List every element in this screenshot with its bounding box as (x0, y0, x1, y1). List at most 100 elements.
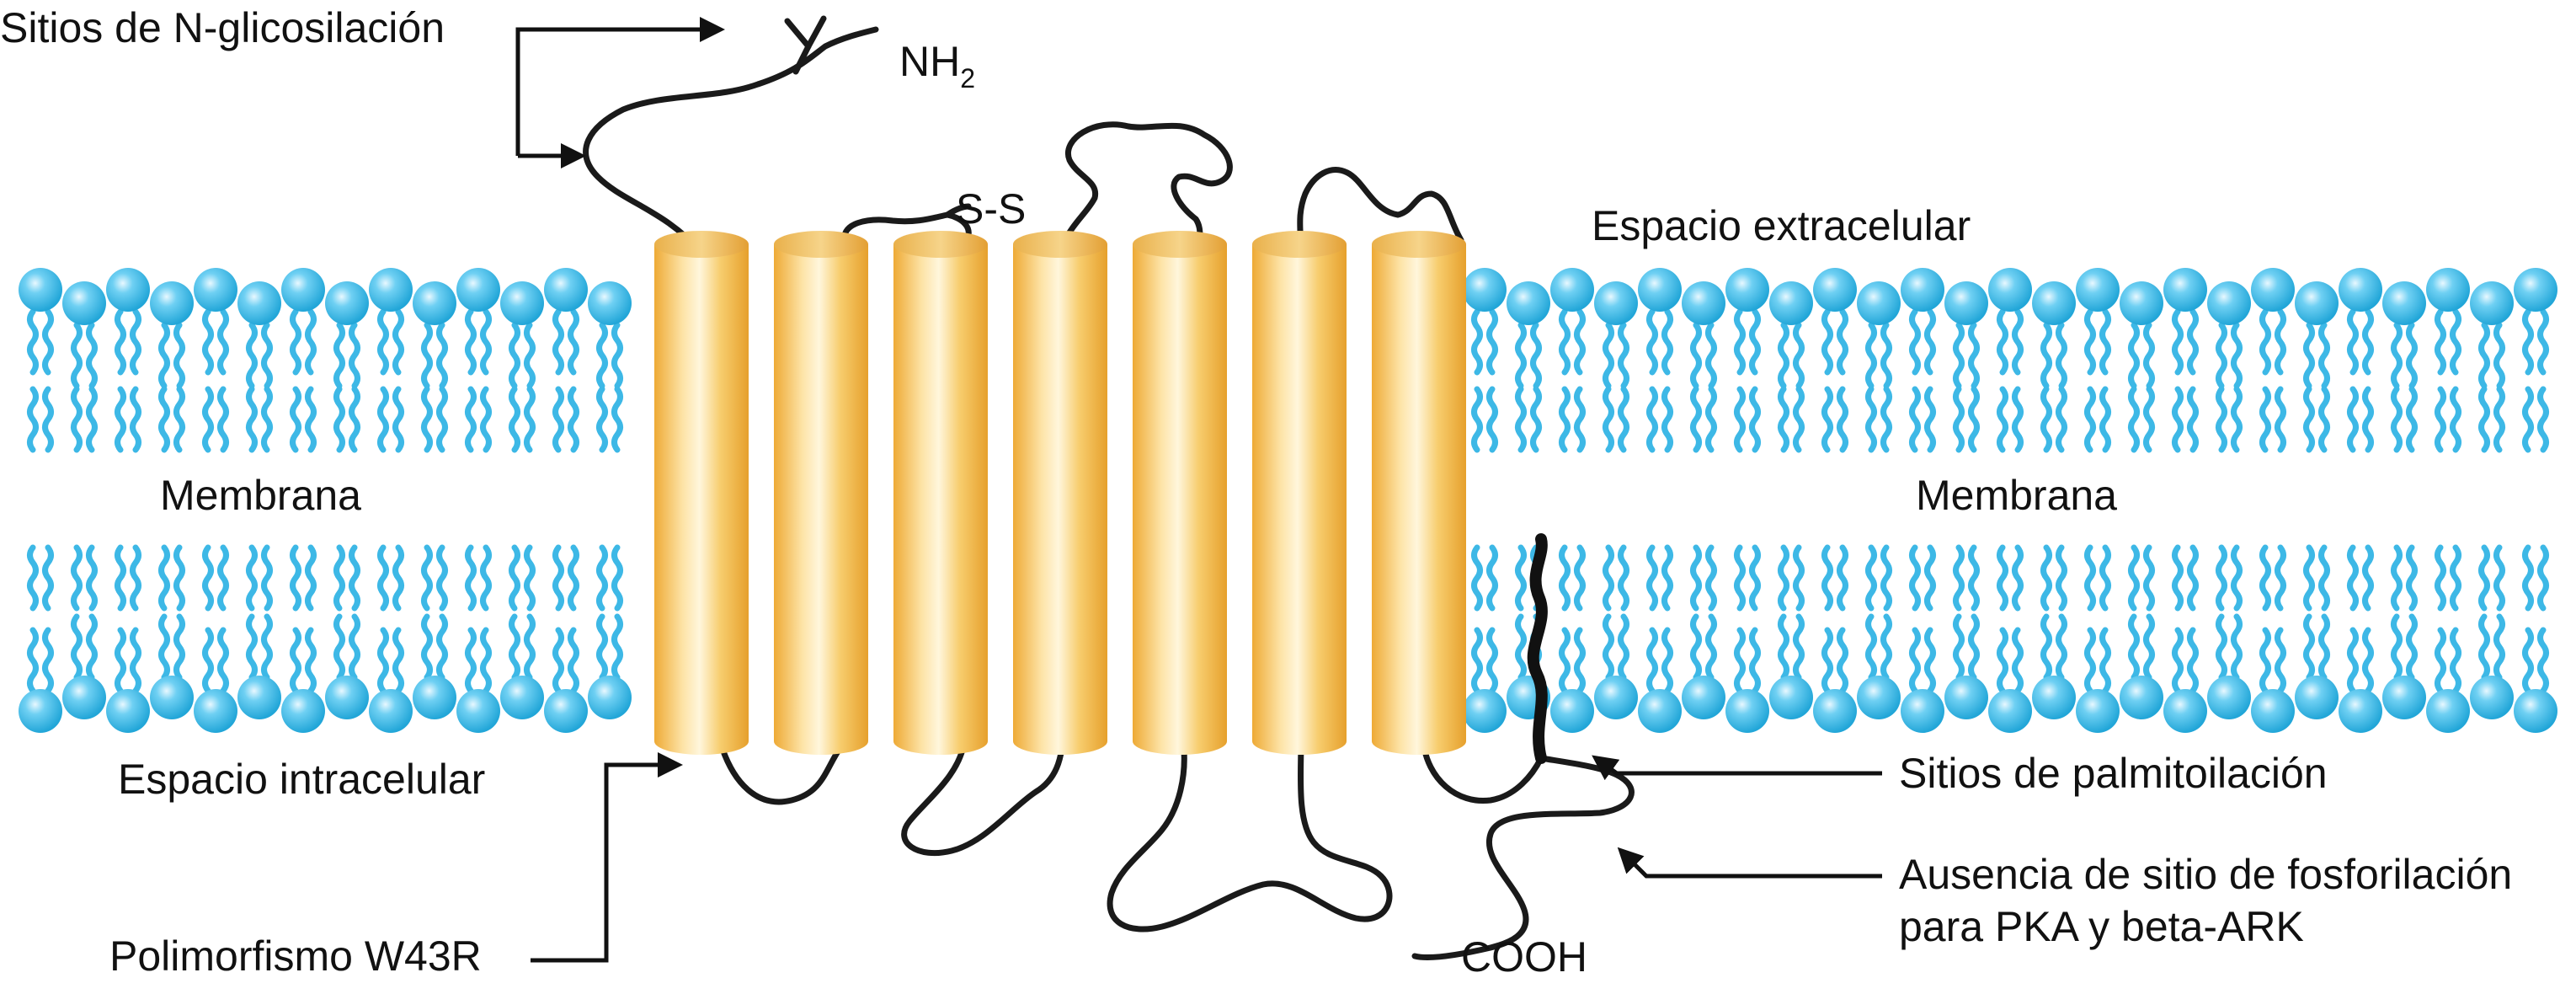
lipid-tail (2084, 308, 2096, 376)
lipid-tail (2128, 544, 2140, 612)
lipid-tail (2099, 627, 2111, 694)
lipid-tail (2478, 322, 2490, 389)
lipid-head-icon (1550, 689, 1594, 733)
lipid-tail (1603, 544, 1614, 612)
glycosylation-label: Sitios de N-glicosilación (0, 4, 445, 51)
lipid-tail (2391, 544, 2403, 612)
lipid-tail (2537, 308, 2549, 376)
lipid-tail (290, 627, 301, 694)
lipid-tail (217, 308, 229, 376)
lipid-tail (246, 386, 258, 453)
lipid-head-icon (2382, 676, 2426, 719)
lipid-tail (202, 386, 214, 453)
lipid-tail (2187, 627, 2199, 694)
lipid-tail (1909, 627, 1921, 694)
lipid-head-icon (2207, 676, 2251, 719)
lipid-tail (552, 386, 564, 453)
lipid-tail (130, 308, 141, 376)
disulfide-label: S-S (956, 185, 1026, 232)
lipid-tail (290, 308, 301, 376)
lipid-tail (71, 322, 83, 389)
lipid-tail (1821, 544, 1833, 612)
lipid-tail (1559, 627, 1571, 694)
lipid-tail (436, 386, 448, 453)
lipid-tail (1793, 544, 1805, 612)
lipid-tail (71, 544, 83, 612)
lipid-head-icon (1988, 689, 2032, 733)
lipid-tail (611, 544, 623, 612)
lipid-tail (130, 544, 141, 612)
lipid-tail (596, 322, 608, 389)
lipid-tail (1486, 308, 1498, 376)
lipid-head-icon (19, 268, 62, 312)
palmitoylation-label: Sitios de palmitoilación (1899, 750, 2328, 797)
lipid-tail (1574, 627, 1586, 694)
lipid-head-icon (1725, 689, 1769, 733)
lipid-tail (2347, 386, 2359, 453)
intracellular-label: Espacio intracelular (118, 756, 485, 803)
lipid-tail (86, 613, 98, 681)
lipid-tail (2128, 322, 2140, 389)
lipid-head-icon (1901, 689, 1944, 733)
helix-cylinder-icon (893, 231, 988, 755)
lipid-head-icon (237, 676, 281, 719)
lipid-head-icon (150, 676, 194, 719)
lipid-tail (305, 386, 317, 453)
lipid-head-icon (2163, 268, 2207, 312)
lipid-head-icon (1857, 676, 1901, 719)
lipid-tail (261, 613, 273, 681)
nh2-label: NH2 (899, 38, 975, 94)
lipid-tail (2143, 386, 2155, 453)
lipid-head-icon (1988, 268, 2032, 312)
lipid-tail (71, 386, 83, 453)
lipid-tail (2056, 386, 2067, 453)
lipid-tail (130, 386, 141, 453)
lipid-tail (1778, 386, 1789, 453)
lipid-head-icon (500, 281, 544, 325)
lipid-tail (1778, 322, 1789, 389)
lipid-tail (2231, 613, 2243, 681)
lipid-tail (1837, 544, 1848, 612)
lipid-head-icon (1550, 268, 1594, 312)
arrow-icon (515, 17, 725, 156)
lipid-tail (290, 544, 301, 612)
lipid-tail (1734, 386, 1746, 453)
extracellular-label: Espacio extracelular (1592, 202, 1971, 249)
lipid-tail (2259, 386, 2271, 453)
lipid-tail (392, 627, 404, 694)
lipid-tail (2450, 308, 2461, 376)
extracellular-loop-2 (1059, 121, 1233, 256)
lipid-tail (2259, 627, 2271, 694)
lipid-tail (1515, 544, 1527, 612)
helix-cylinder-icon (1252, 231, 1347, 755)
lipid-tail (1997, 544, 2008, 612)
lipid-tail (333, 322, 345, 389)
lipid-tail (2406, 386, 2418, 453)
lipid-tail (1690, 544, 1702, 612)
lipid-tail (2478, 386, 2490, 453)
lipid-tail (1924, 544, 1936, 612)
lipid-tail (524, 386, 536, 453)
lipid-tail (2040, 386, 2052, 453)
lipid-tail (2099, 544, 2111, 612)
lipid-tail (2231, 322, 2243, 389)
lipid-tail (305, 308, 317, 376)
lipid-tail (2172, 544, 2184, 612)
lipid-tail (480, 308, 492, 376)
lipid-tail (1530, 322, 1542, 389)
lipid-head-icon (1769, 281, 1813, 325)
lipid-head-icon (1638, 268, 1682, 312)
lipid-tail (349, 544, 360, 612)
lipid-tail (1968, 613, 1980, 681)
lipid-tail (2435, 308, 2446, 376)
lipid-tail (173, 544, 185, 612)
lipid-head-icon (2339, 268, 2382, 312)
lipid-tail (2406, 322, 2418, 389)
lipid-tail (2172, 308, 2184, 376)
lipid-head-icon (281, 268, 325, 312)
callout-arrows (515, 17, 1882, 963)
lipid-tail (1749, 386, 1761, 453)
lipid-head-icon (2426, 689, 2470, 733)
lipid-tail (2537, 627, 2549, 694)
lipid-tail (2216, 613, 2227, 681)
